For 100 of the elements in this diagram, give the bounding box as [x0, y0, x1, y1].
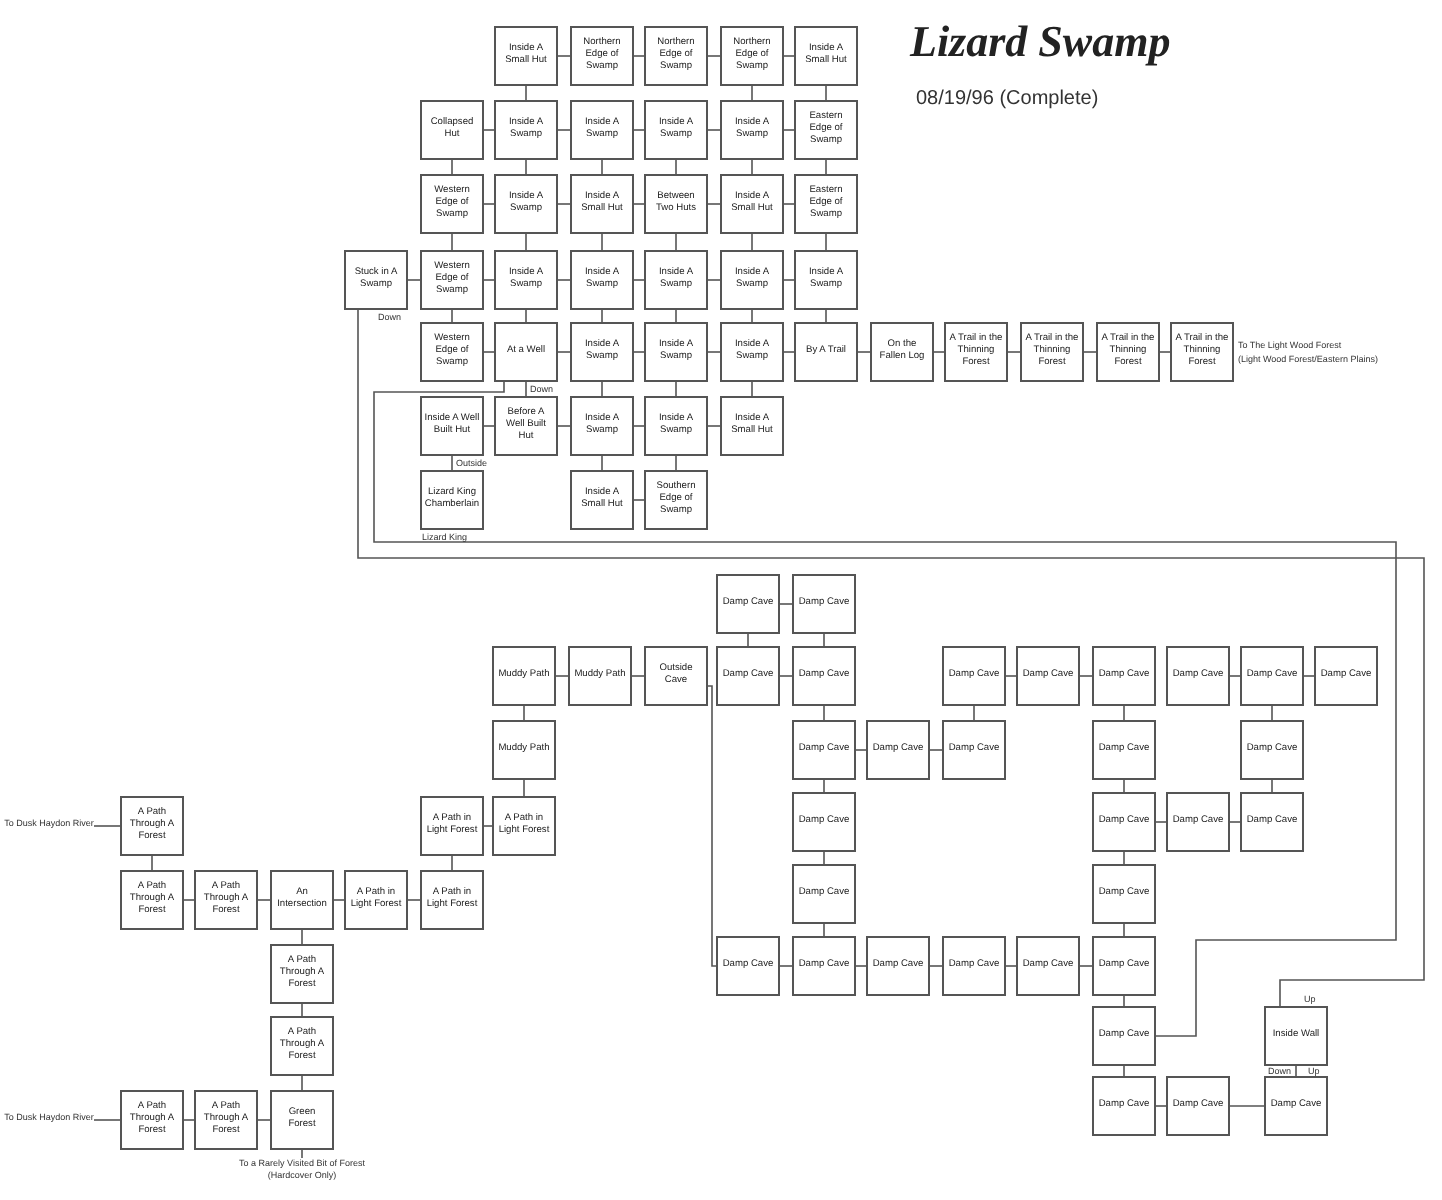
connector-line: [301, 1075, 303, 1091]
connector-line: [825, 233, 827, 251]
connector-line: [301, 1149, 303, 1159]
connector-line: [823, 779, 825, 793]
connector-line: [823, 633, 825, 647]
connector-line: [1123, 995, 1125, 1007]
connector-line: [633, 55, 645, 57]
connector-line: [783, 279, 795, 281]
connector-line: [823, 923, 825, 937]
connector-line: [525, 233, 527, 251]
connector-line: [183, 899, 195, 901]
connector-line: [675, 381, 677, 397]
connector-line: [557, 351, 571, 353]
connector-line: [675, 309, 677, 323]
connector-line: [707, 279, 721, 281]
connector-line: [151, 855, 153, 871]
connector-line: [751, 381, 753, 397]
date-label: 08/19/96 (Complete): [916, 88, 1099, 110]
connector-line: [483, 129, 495, 131]
connector-line: [1229, 1105, 1265, 1107]
connector-line: [751, 159, 753, 175]
connector-line: [1159, 351, 1171, 353]
connector-line: [929, 749, 943, 751]
connector-line: [1005, 675, 1017, 677]
connector-line: [93, 825, 121, 827]
connector-line: [451, 455, 453, 471]
connector-line: [783, 55, 795, 57]
connector-line: [93, 1119, 121, 1121]
connector-line: [1295, 1065, 1297, 1077]
connector-line: [1079, 675, 1093, 677]
connector-line: [523, 705, 525, 721]
connector-line: [525, 85, 527, 101]
connector-line: [707, 55, 721, 57]
connector-line: [633, 425, 645, 427]
connector-line: [601, 233, 603, 251]
connector-line: [675, 159, 677, 175]
connector-line: [523, 779, 525, 797]
connector-line: [451, 855, 453, 871]
connector-line: [783, 351, 795, 353]
connector-line: [1079, 965, 1093, 967]
connector-line: [557, 279, 571, 281]
connector-line: [779, 675, 793, 677]
connector-line: [1229, 821, 1241, 823]
connector-line: [825, 85, 827, 101]
connector-line: [783, 203, 795, 205]
connector-line: [357, 309, 1425, 1007]
connector-line: [1155, 821, 1167, 823]
connector-line: [675, 455, 677, 471]
connector-line: [483, 825, 493, 827]
connector-line: [631, 675, 645, 677]
connector-line: [1155, 1105, 1167, 1107]
connector-line: [483, 203, 495, 205]
connector-line: [601, 381, 603, 397]
connector-line: [451, 233, 453, 251]
connector-line: [1123, 851, 1125, 865]
connector-line: [1005, 965, 1017, 967]
connector-line: [407, 899, 421, 901]
connector-line: [823, 705, 825, 721]
connector-line: [1123, 923, 1125, 937]
connector-line: [973, 705, 975, 721]
connector-line: [1123, 779, 1125, 793]
connector-line: [555, 675, 569, 677]
connector-line: [373, 381, 1397, 1037]
connector-line: [257, 899, 271, 901]
connector-line: [525, 159, 527, 175]
connector-line: [301, 1003, 303, 1017]
connector-line: [675, 233, 677, 251]
connector-line: [1083, 351, 1097, 353]
connector-line: [779, 603, 793, 605]
connector-line: [751, 233, 753, 251]
connector-line: [1229, 675, 1241, 677]
connector-line: [825, 309, 827, 323]
connector-line: [557, 425, 571, 427]
connector-line: [451, 309, 453, 323]
connector-line: [633, 279, 645, 281]
connector-line: [483, 351, 495, 353]
connector-line: [557, 203, 571, 205]
connector-line: [707, 351, 721, 353]
connector-line: [451, 159, 453, 175]
connector-line: [633, 351, 645, 353]
connector-line: [1123, 705, 1125, 721]
connector-line: [557, 129, 571, 131]
connector-line: [823, 851, 825, 865]
connector-line: [751, 85, 753, 101]
connector-line: [1007, 351, 1021, 353]
connector-line: [601, 455, 603, 471]
connector-line: [557, 55, 571, 57]
connector-line: [707, 129, 721, 131]
connector-line: [855, 965, 867, 967]
connector-line: [633, 129, 645, 131]
connector-line: [183, 1119, 195, 1121]
connector-line: [707, 425, 721, 427]
connector-line: [933, 351, 945, 353]
connector-line: [633, 499, 645, 501]
connector-line: [257, 1119, 271, 1121]
connector-line: [525, 381, 527, 397]
connector-line: [783, 129, 795, 131]
connector-line: [525, 309, 527, 323]
connector-line: [707, 203, 721, 205]
connector-line: [1123, 1065, 1125, 1077]
